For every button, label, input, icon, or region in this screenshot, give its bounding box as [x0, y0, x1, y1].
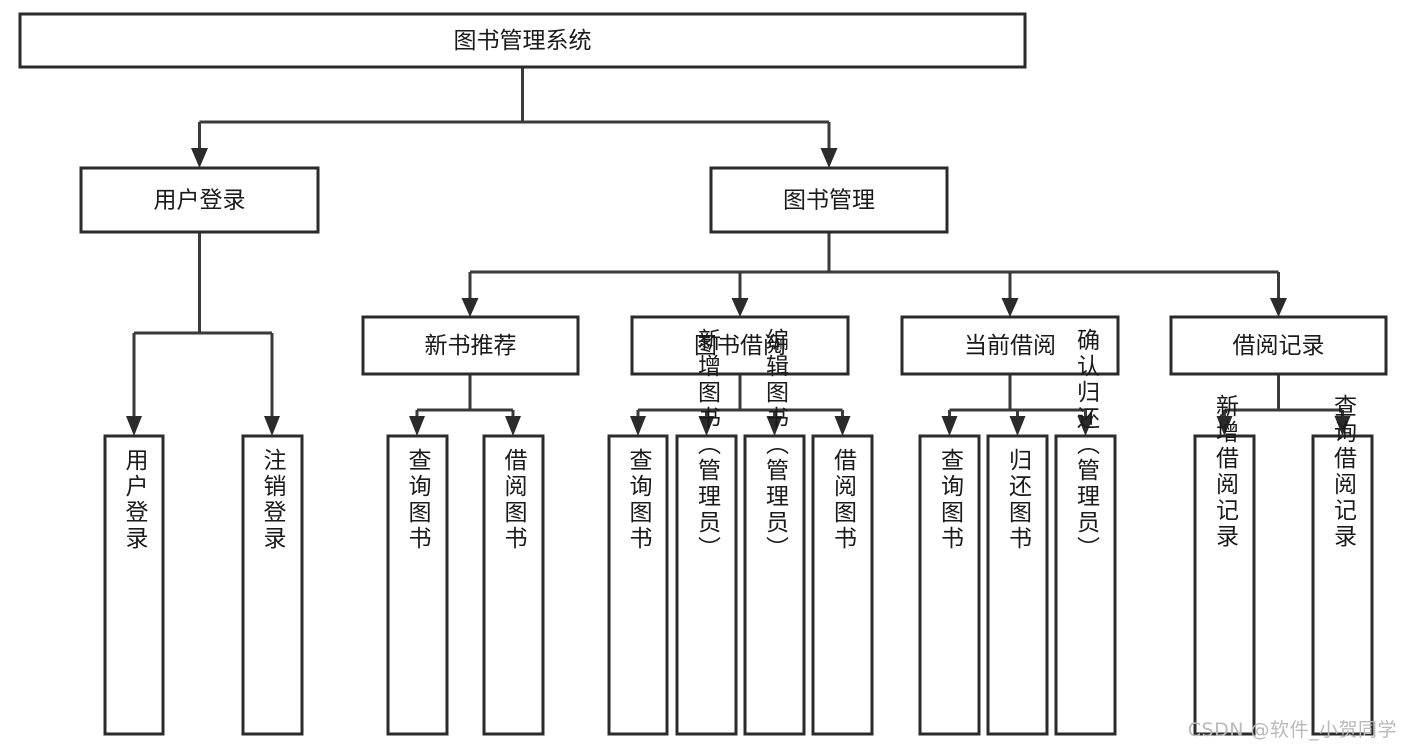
node-leaf-borrow-book-1-box[interactable]: [482, 434, 545, 736]
node-new-book-rec-label: 新书推荐: [425, 333, 517, 359]
node-leaf-query-book-2[interactable]: 查询图书: [607, 434, 669, 736]
node-leaf-query-borrow-record[interactable]: 查询借阅记录: [1311, 394, 1374, 736]
node-leaf-borrow-book-2-label: 借阅图书: [830, 448, 858, 552]
node-leaf-user-login-box[interactable]: [103, 434, 165, 736]
arrowhead-leaf-user-login: [126, 416, 142, 436]
connector-group-root-to-level2: [191, 67, 838, 168]
node-new-book-rec-box[interactable]: [361, 315, 580, 376]
arrowhead-leaf-logout-login: [264, 416, 280, 436]
node-leaf-edit-book-admin-label: 编辑图书（管理员）: [762, 328, 790, 562]
arrowhead-user-login: [191, 148, 208, 168]
node-leaf-query-book-2-label: 查询图书: [625, 448, 653, 552]
node-leaf-query-book-3[interactable]: 查询图书: [918, 434, 981, 736]
node-user-login[interactable]: 用户登录: [79, 166, 320, 234]
node-leaf-confirm-return-admin-label: 确认归还（管理员）: [1073, 328, 1101, 562]
node-leaf-return-book[interactable]: 归还图书: [986, 434, 1049, 736]
arrowhead-borrow-record: [1270, 298, 1287, 317]
arrowhead-leaf-query-book-3: [941, 416, 958, 436]
node-user-login-label: 用户登录: [154, 188, 246, 214]
connector-group-new-book-rec-children: [409, 374, 521, 436]
node-leaf-borrow-book-1-label: 借阅图书: [500, 448, 528, 552]
node-leaf-query-book-2-box[interactable]: [607, 434, 669, 736]
node-borrow-record-label: 借阅记录: [1233, 333, 1325, 359]
node-leaf-query-borrow-record-label: 查询借阅记录: [1330, 394, 1358, 550]
arrowhead-leaf-borrow-book-2: [834, 416, 851, 436]
node-leaf-add-book-admin-box[interactable]: [675, 434, 738, 736]
node-leaf-borrow-book-2-box[interactable]: [811, 434, 874, 736]
connector-group-borrow-record-children: [1216, 374, 1351, 436]
node-leaf-query-borrow-record-box[interactable]: [1311, 434, 1374, 736]
connector-group-book-manage-children: [461, 232, 1287, 317]
node-book-manage[interactable]: 图书管理: [709, 166, 949, 234]
node-root[interactable]: 图书管理系统: [18, 12, 1027, 69]
node-leaf-add-borrow-record-box[interactable]: [1193, 434, 1256, 736]
node-book-manage-label: 图书管理: [783, 188, 875, 214]
node-leaf-query-book-1-box[interactable]: [386, 434, 449, 736]
arrowhead-leaf-borrow-book-1: [505, 416, 521, 436]
node-leaf-add-book-admin-label: 新增图书（管理员）: [694, 328, 722, 562]
arrowhead-leaf-query-book-2: [630, 416, 646, 436]
node-leaf-edit-book-admin[interactable]: 编辑图书（管理员）: [743, 328, 806, 736]
node-root-label: 图书管理系统: [454, 28, 592, 54]
node-leaf-query-book-1-label: 查询图书: [404, 448, 432, 552]
node-leaf-user-login[interactable]: 用户登录: [103, 434, 165, 736]
node-current-borrow-label: 当前借阅: [964, 333, 1056, 359]
node-leaf-confirm-return-admin[interactable]: 确认归还（管理员）: [1054, 328, 1117, 736]
arrowhead-book-manage: [820, 148, 838, 168]
node-book-manage-box[interactable]: [709, 166, 949, 234]
node-leaf-logout-login[interactable]: 注销登录: [241, 434, 304, 736]
node-user-login-box[interactable]: [79, 166, 320, 234]
arrowhead-leaf-query-book-1: [409, 416, 425, 436]
node-current-borrow[interactable]: 当前借阅: [900, 315, 1120, 376]
node-borrow-record[interactable]: 借阅记录: [1169, 315, 1388, 376]
node-leaf-add-borrow-record-label: 新增借阅记录: [1212, 394, 1240, 550]
arrowhead-leaf-confirm-return-admin: [1077, 416, 1094, 436]
node-book-borrow-box[interactable]: [630, 315, 850, 376]
arrowhead-leaf-add-book-admin: [698, 416, 715, 436]
node-leaf-edit-book-admin-box[interactable]: [743, 434, 806, 736]
node-book-borrow-label: 图书借阅: [694, 333, 786, 359]
arrowhead-leaf-add-borrow-record: [1216, 416, 1233, 436]
node-leaf-confirm-return-admin-box[interactable]: [1054, 434, 1117, 736]
connector-group-book-borrow-children: [630, 374, 851, 436]
node-leaf-logout-login-label: 注销登录: [259, 448, 287, 552]
node-book-borrow[interactable]: 图书借阅: [630, 315, 850, 376]
node-leaf-borrow-book-2[interactable]: 借阅图书: [811, 434, 874, 736]
node-root-box[interactable]: [18, 12, 1027, 69]
connector-group-user-login-children: [126, 232, 280, 436]
node-new-book-rec[interactable]: 新书推荐: [361, 315, 580, 376]
arrowhead-leaf-query-borrow-record: [1334, 416, 1351, 436]
node-leaf-return-book-label: 归还图书: [1005, 448, 1033, 552]
arrowhead-new-book-rec: [461, 298, 479, 317]
node-borrow-record-box[interactable]: [1169, 315, 1388, 376]
node-leaf-user-login-label: 用户登录: [121, 448, 149, 552]
node-leaf-borrow-book-1[interactable]: 借阅图书: [482, 434, 545, 736]
node-leaf-query-book-3-label: 查询图书: [937, 448, 965, 552]
node-leaf-query-book-3-box[interactable]: [918, 434, 981, 736]
node-current-borrow-box[interactable]: [900, 315, 1120, 376]
node-leaf-add-book-admin[interactable]: 新增图书（管理员）: [675, 328, 738, 736]
connector-group-current-borrow-children: [941, 374, 1094, 436]
node-leaf-add-borrow-record[interactable]: 新增借阅记录: [1193, 394, 1256, 736]
node-leaf-query-book-1[interactable]: 查询图书: [386, 434, 449, 736]
node-leaf-logout-login-box[interactable]: [241, 434, 304, 736]
arrowhead-leaf-edit-book-admin: [766, 416, 783, 436]
arrowhead-book-borrow: [731, 298, 749, 317]
node-leaf-return-book-box[interactable]: [986, 434, 1049, 736]
arrowhead-leaf-return-book: [1009, 416, 1026, 436]
arrowhead-current-borrow: [1001, 298, 1019, 317]
